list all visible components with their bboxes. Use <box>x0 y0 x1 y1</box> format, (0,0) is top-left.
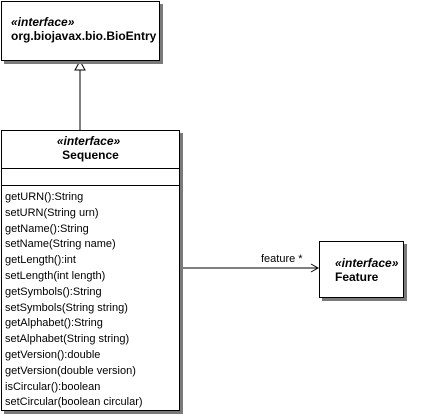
operation: setLength(int length) <box>5 269 106 282</box>
operation: getSymbols():String <box>5 285 102 298</box>
operation: getAlphabet():String <box>5 317 103 330</box>
operation: getVersion(double version) <box>5 364 136 377</box>
association-arrowhead <box>310 263 320 273</box>
operation: getURN():String <box>5 191 84 203</box>
sequence-name: Sequence <box>62 148 119 162</box>
operation: isCircular():boolean <box>5 380 101 393</box>
sequence-interface-box[interactable]: «interface» Sequence getURN():String set… <box>1 130 180 411</box>
operation: getLength():int <box>5 254 76 267</box>
bioentry-stereotype: «interface» <box>11 15 75 29</box>
bioentry-interface-box[interactable]: «interface» org.biojavax.bio.BioEntry <box>1 1 160 61</box>
operation: getVersion():double <box>5 348 101 361</box>
operation: setCircular(boolean circular) <box>5 396 143 409</box>
feature-stereotype: «interface» <box>335 256 399 270</box>
sequence-header: «interface» Sequence <box>2 131 179 168</box>
operation: setAlphabet(String string) <box>5 333 130 346</box>
generalization-arrowhead <box>74 59 86 71</box>
association-label: feature * <box>261 253 303 265</box>
feature-name: Feature <box>335 270 379 284</box>
feature-interface-box[interactable]: «interface» Feature <box>319 241 404 298</box>
sequence-operations-compartment: getURN():String setURN(String urn) getNa… <box>2 186 179 411</box>
operation: setSymbols(String string) <box>5 301 128 314</box>
bioentry-name: org.biojavax.bio.BioEntry <box>11 29 157 43</box>
sequence-stereotype: «interface» <box>56 134 121 148</box>
operation: getName():String <box>5 222 89 235</box>
sequence-attributes-compartment <box>2 168 179 186</box>
operation: setURN(String urn) <box>5 206 99 219</box>
operation: setName(String name) <box>5 238 116 251</box>
